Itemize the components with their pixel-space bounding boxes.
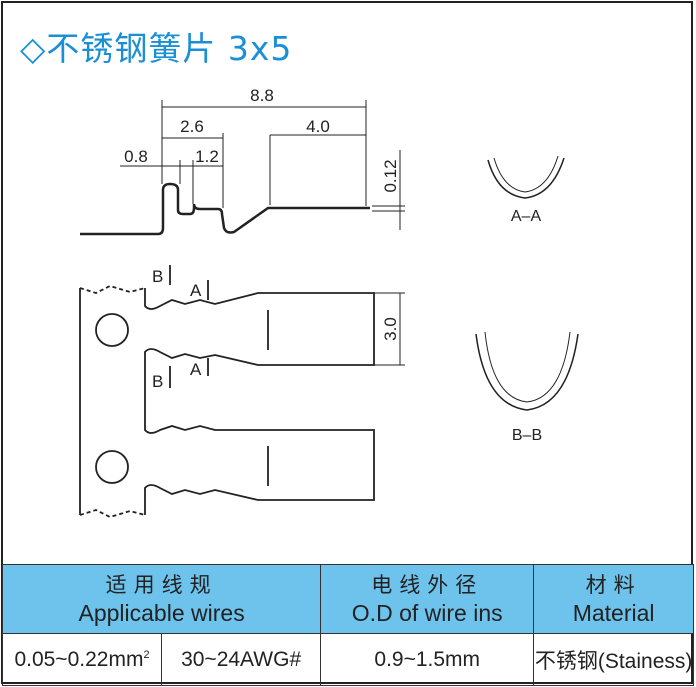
header-en: Applicable wires: [78, 600, 245, 626]
header-en: O.D of wire ins: [351, 600, 503, 626]
section-label-a-a: A–A: [511, 208, 542, 225]
wire-mm-value: 0.05~0.22mm: [14, 647, 144, 671]
section-mark-a-bottom: A: [190, 360, 202, 379]
dim-1-2: 1.2: [195, 147, 219, 166]
dim-4-0: 4.0: [306, 117, 330, 136]
dimension-lines: [120, 100, 405, 366]
section-mark-b-top: B: [152, 267, 163, 286]
header-cn: 适用线规: [105, 573, 218, 597]
spec-table: 适用线规 Applicable wires 电线外径 O.D of wire i…: [1, 564, 694, 686]
dim-2-6: 2.6: [180, 117, 204, 136]
section-label-b-b: B–B: [512, 427, 542, 444]
wire-mm-sup: 2: [143, 648, 150, 661]
header-cn: 电线外径: [371, 573, 484, 597]
section-mark-a-top: A: [190, 281, 202, 300]
technical-drawing: 8.8 2.6 4.0 0.8 1.2 0.12 3.0 B A A B A–A…: [79, 86, 579, 518]
dim-8-8: 8.8: [250, 86, 274, 105]
section-a-a: [487, 155, 565, 199]
side-view: [80, 182, 370, 236]
header-cn: 材料: [585, 573, 642, 597]
cell-awg: 30~24AWG#: [160, 633, 322, 686]
cell-material: 不锈钢(Stainess): [533, 633, 694, 686]
cell-wire-mm: 0.05~0.22mm2: [2, 633, 162, 686]
header-en: Material: [572, 600, 655, 626]
cell-od: 0.9~1.5mm: [320, 633, 535, 686]
table-row: 0.05~0.22mm2 30~24AWG# 0.9~1.5mm 不锈钢(Sta…: [2, 633, 694, 686]
header-wire-od: 电线外径 O.D of wire ins: [320, 564, 535, 634]
section-b-b: [475, 331, 579, 411]
section-mark-b-bottom: B: [152, 372, 163, 391]
dim-3-0: 3.0: [381, 317, 400, 341]
dim-0-12: 0.12: [381, 159, 400, 192]
header-applicable-wires: 适用线规 Applicable wires: [1, 564, 322, 634]
dim-0-8: 0.8: [124, 147, 148, 166]
strip-top-view: [79, 265, 375, 518]
header-material: 材料 Material: [533, 564, 694, 634]
product-title: ◇不锈钢簧片 3x5: [20, 29, 293, 68]
